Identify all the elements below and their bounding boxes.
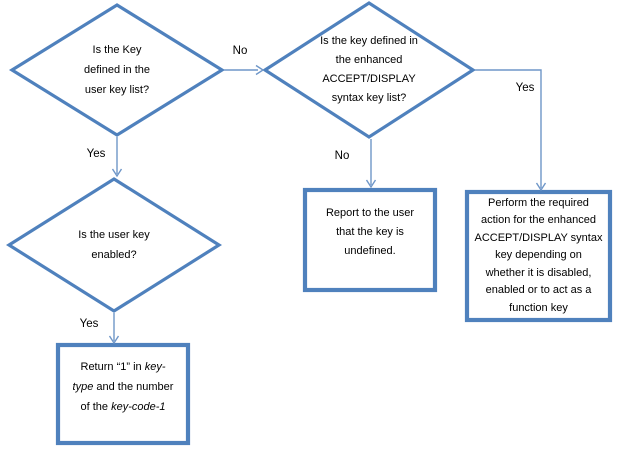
text-line: Perform the required [488,196,589,209]
edge-label-no: No [232,45,248,57]
text-line: action for the enhanced [481,214,596,227]
decision-enhanced-list-text: Is the key defined in the enhanced ACCEP… [289,31,449,109]
text-line: ACCEPT/DISPLAY [322,73,416,85]
edge-label-yes: Yes [86,148,106,160]
arrow-down-icon [108,335,120,345]
text-line: that the key is [336,225,404,238]
process-perform-action-text: Perform the required action for the enha… [467,192,610,320]
text-line: user key list? [84,84,150,96]
text-line: function key [509,301,568,314]
process-return-key-type-box [55,342,191,446]
text-line: undefined. [344,244,396,257]
text-line: of the key-code-1 [80,401,166,413]
arrow-down-icon [535,182,547,192]
text-line: Is the Key [92,44,142,56]
arrow-down-icon [111,168,123,178]
text-line: Is the key defined in [320,35,418,47]
process-report-undefined-box [302,187,438,293]
text-line: the enhanced [335,54,403,66]
text-line: type and the number [72,381,174,393]
edge-label-yes: Yes [515,82,535,94]
text-line: Is the user key [78,229,150,241]
text-line: whether it is disabled, [485,266,592,279]
arrow-right-icon [255,64,265,76]
edge-label-no: No [334,150,350,162]
text-line: key depending on [495,249,582,262]
process-report-undefined-text: Report to the user that the key is undef… [305,190,435,290]
text-line: enabled or to act as a [485,284,592,297]
text-line: Return “1” in key- [80,361,166,373]
text-line: syntax key list? [331,92,407,104]
edge-label-yes: Yes [79,318,99,330]
text-line: Report to the user [325,206,415,219]
decision-enhanced-list-diamond [262,1,476,139]
process-return-key-type-text: Return “1” in key-type and the number of … [58,345,188,443]
text-line: ACCEPT/DISPLAY syntax [474,231,603,244]
arrow-down-icon [365,179,377,189]
process-perform-action-box [464,189,613,323]
decision-user-key-list-diamond [8,3,226,137]
text-line: enabled? [91,249,137,261]
text-line: defined in the [83,64,151,76]
decision-user-key-enabled-diamond [5,177,223,313]
decision-user-key-enabled-text: Is the user key enabled? [49,225,179,265]
connector-yes-to-perform [475,69,542,188]
decision-user-key-list-text: Is the Key defined in the user key list? [47,36,187,104]
